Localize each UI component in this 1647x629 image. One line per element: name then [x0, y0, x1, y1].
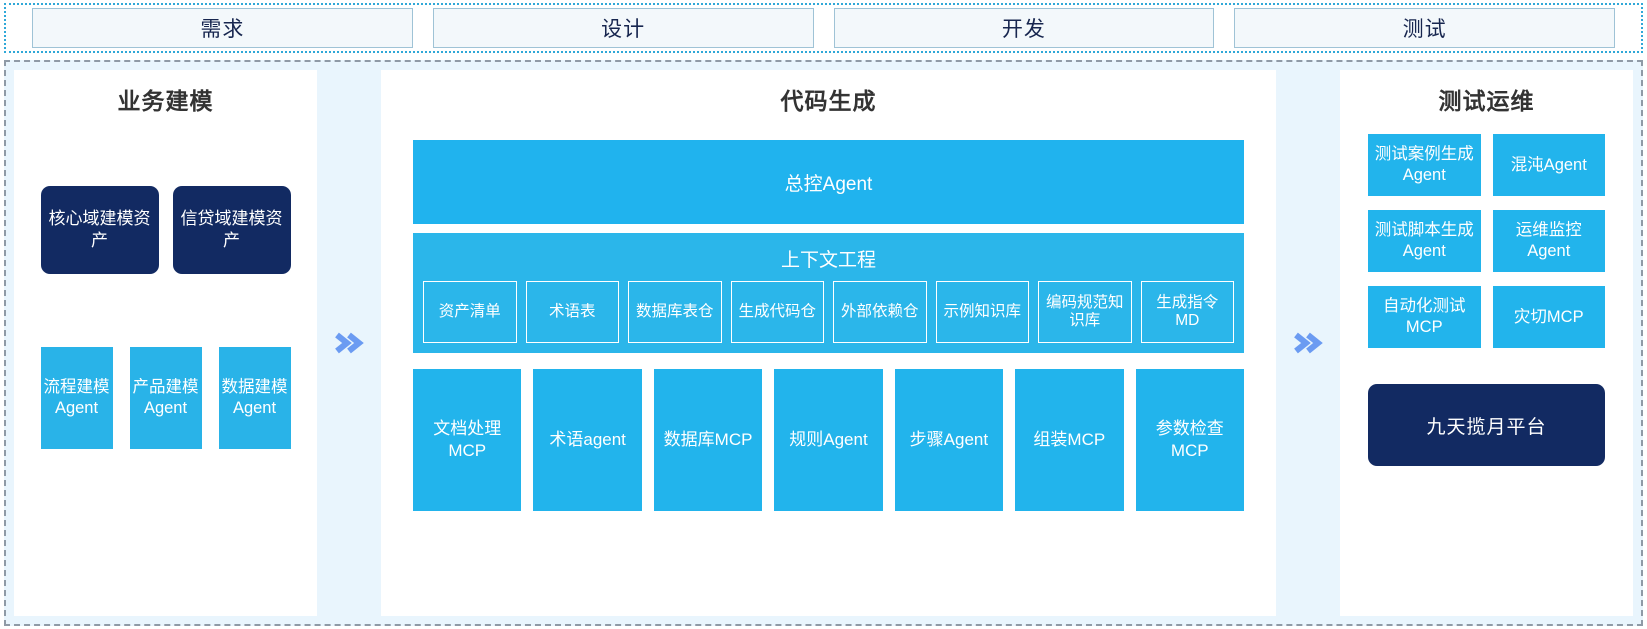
context-engineering-title: 上下文工程 [780, 250, 876, 271]
context-item-label: 生成指令MD [1156, 293, 1219, 329]
phase-box-design[interactable]: 设计 [432, 8, 814, 48]
panel-title-code-generation: 代码生成 [780, 88, 877, 114]
phase-label: 开发 [1001, 18, 1046, 41]
context-item-label: 术语表 [548, 302, 596, 320]
context-engineering-block: 上下文工程 资产清单 术语表 数据库表仓 生成代码仓 [413, 233, 1244, 353]
context-item-generated-code-repo[interactable]: 生成代码仓 [730, 281, 824, 343]
chaos-agent[interactable]: 混沌Agent [1492, 134, 1605, 196]
modeling-agent-data[interactable]: 数据建模Agent [218, 347, 291, 449]
panel-code-generation: 代码生成 总控Agent 上下文工程 资产清单 术语表 [381, 70, 1276, 616]
context-item-coding-standard-knowledge-base[interactable]: 编码规范知识库 [1038, 281, 1132, 343]
tool-assembly-mcp[interactable]: 组装MCP [1015, 369, 1124, 511]
asset-row: 核心域建模资产 信贷域建模资产 [28, 186, 303, 274]
panel-business-modeling: 业务建模 核心域建模资产 信贷域建模资产 流程建模Agent 产品建模Agen [14, 70, 317, 616]
platform-box-jiutian-lanyue[interactable]: 九天揽月平台 [1368, 384, 1605, 466]
master-controller-label: 总控Agent [784, 173, 873, 195]
double-chevron-right-icon-right [1276, 70, 1340, 616]
tool-parameter-check-mcp[interactable]: 参数检查MCP [1135, 369, 1244, 511]
ops-monitoring-agent[interactable]: 运维监控Agent [1492, 210, 1605, 272]
main-canvas: 业务建模 核心域建模资产 信贷域建模资产 流程建模Agent 产品建模Agen [4, 60, 1643, 626]
phase-bar: 需求 设计 开发 测试 [4, 3, 1643, 53]
modeling-agent-label: 产品建模Agent [132, 377, 199, 417]
tool-label: 规则Agent [789, 429, 868, 449]
context-item-label: 外部依赖仓 [840, 302, 919, 320]
phase-box-requirements[interactable]: 需求 [32, 8, 413, 48]
cell-label: 自动化测试MCP [1383, 297, 1466, 336]
master-controller-agent[interactable]: 总控Agent [413, 140, 1244, 224]
tool-label: 数据库MCP [663, 429, 753, 449]
automated-testing-mcp[interactable]: 自动化测试MCP [1368, 286, 1481, 348]
test-operations-body: 测试案例生成Agent 混沌Agent 测试脚本生成Agent 运维监控Agen… [1354, 120, 1619, 606]
panel-title-test-operations: 测试运维 [1438, 88, 1535, 114]
context-item-glossary[interactable]: 术语表 [525, 281, 619, 343]
cell-label: 测试脚本生成Agent [1374, 221, 1474, 260]
asset-box-credit-domain[interactable]: 信贷域建模资产 [172, 186, 291, 274]
cell-label: 测试案例生成Agent [1374, 145, 1474, 184]
test-operations-grid: 测试案例生成Agent 混沌Agent 测试脚本生成Agent 运维监控Agen… [1368, 134, 1605, 348]
platform-label: 九天揽月平台 [1426, 416, 1547, 438]
phase-box-development[interactable]: 开发 [833, 8, 1215, 48]
context-item-generation-instruction-md[interactable]: 生成指令MD [1140, 281, 1234, 343]
code-generation-body: 总控Agent 上下文工程 资产清单 术语表 数据库表仓 [395, 120, 1262, 606]
test-script-generation-agent[interactable]: 测试脚本生成Agent [1368, 210, 1481, 272]
context-item-asset-list[interactable]: 资产清单 [423, 281, 517, 343]
tool-database-mcp[interactable]: 数据库MCP [653, 369, 763, 511]
modeling-agent-label: 数据建模Agent [221, 377, 288, 417]
tool-document-processing-mcp[interactable]: 文档处理MCP [413, 369, 522, 511]
cell-label: 灾切MCP [1513, 307, 1584, 326]
context-item-external-dependency-repo[interactable]: 外部依赖仓 [833, 281, 927, 343]
context-item-db-table-repo[interactable]: 数据库表仓 [628, 281, 722, 343]
tool-step-agent[interactable]: 步骤Agent [894, 369, 1004, 511]
tool-label: 参数检查MCP [1155, 418, 1224, 460]
tool-label: 组装MCP [1033, 429, 1106, 449]
phase-label: 设计 [601, 18, 646, 41]
phase-label: 测试 [1402, 18, 1447, 41]
context-item-label: 生成代码仓 [738, 302, 816, 320]
disaster-recovery-mcp[interactable]: 灾切MCP [1492, 286, 1605, 348]
context-item-label: 编码规范知识库 [1045, 293, 1124, 329]
tool-rule-agent[interactable]: 规则Agent [774, 369, 883, 511]
context-item-label: 数据库表仓 [635, 302, 714, 320]
context-item-label: 资产清单 [438, 302, 501, 320]
business-modeling-body: 核心域建模资产 信贷域建模资产 流程建模Agent 产品建模Agent 数据建模… [28, 120, 303, 606]
modeling-agent-row: 流程建模Agent 产品建模Agent 数据建模Agent [28, 347, 303, 449]
phase-label: 需求 [200, 18, 245, 41]
context-engineering-items: 资产清单 术语表 数据库表仓 生成代码仓 外部依赖仓 [423, 281, 1234, 343]
modeling-agent-product[interactable]: 产品建模Agent [129, 347, 202, 449]
tool-glossary-agent[interactable]: 术语agent [533, 369, 642, 511]
tool-label: 步骤Agent [909, 429, 989, 449]
asset-label: 核心域建模资产 [48, 209, 151, 250]
modeling-agent-process[interactable]: 流程建模Agent [40, 347, 113, 449]
cell-label: 混沌Agent [1510, 155, 1587, 174]
modeling-agent-label: 流程建模Agent [43, 377, 110, 417]
phase-box-testing[interactable]: 测试 [1234, 8, 1615, 48]
tool-label: 术语agent [549, 429, 626, 449]
test-case-generation-agent[interactable]: 测试案例生成Agent [1368, 134, 1481, 196]
context-item-label: 示例知识库 [943, 302, 1021, 320]
tool-label: 文档处理MCP [433, 418, 502, 460]
context-item-example-knowledge-base[interactable]: 示例知识库 [935, 281, 1029, 343]
asset-box-core-domain[interactable]: 核心域建模资产 [40, 186, 159, 274]
double-chevron-right-icon-left [317, 70, 381, 616]
panel-title-business-modeling: 业务建模 [117, 88, 214, 114]
tool-row: 文档处理MCP 术语agent 数据库MCP 规则Agent 步骤Agent [413, 369, 1244, 511]
panel-test-operations: 测试运维 测试案例生成Agent 混沌Agent 测试脚本生成Agent 运维监… [1340, 70, 1633, 616]
asset-label: 信贷域建模资产 [180, 209, 283, 250]
cell-label: 运维监控Agent [1515, 221, 1582, 260]
